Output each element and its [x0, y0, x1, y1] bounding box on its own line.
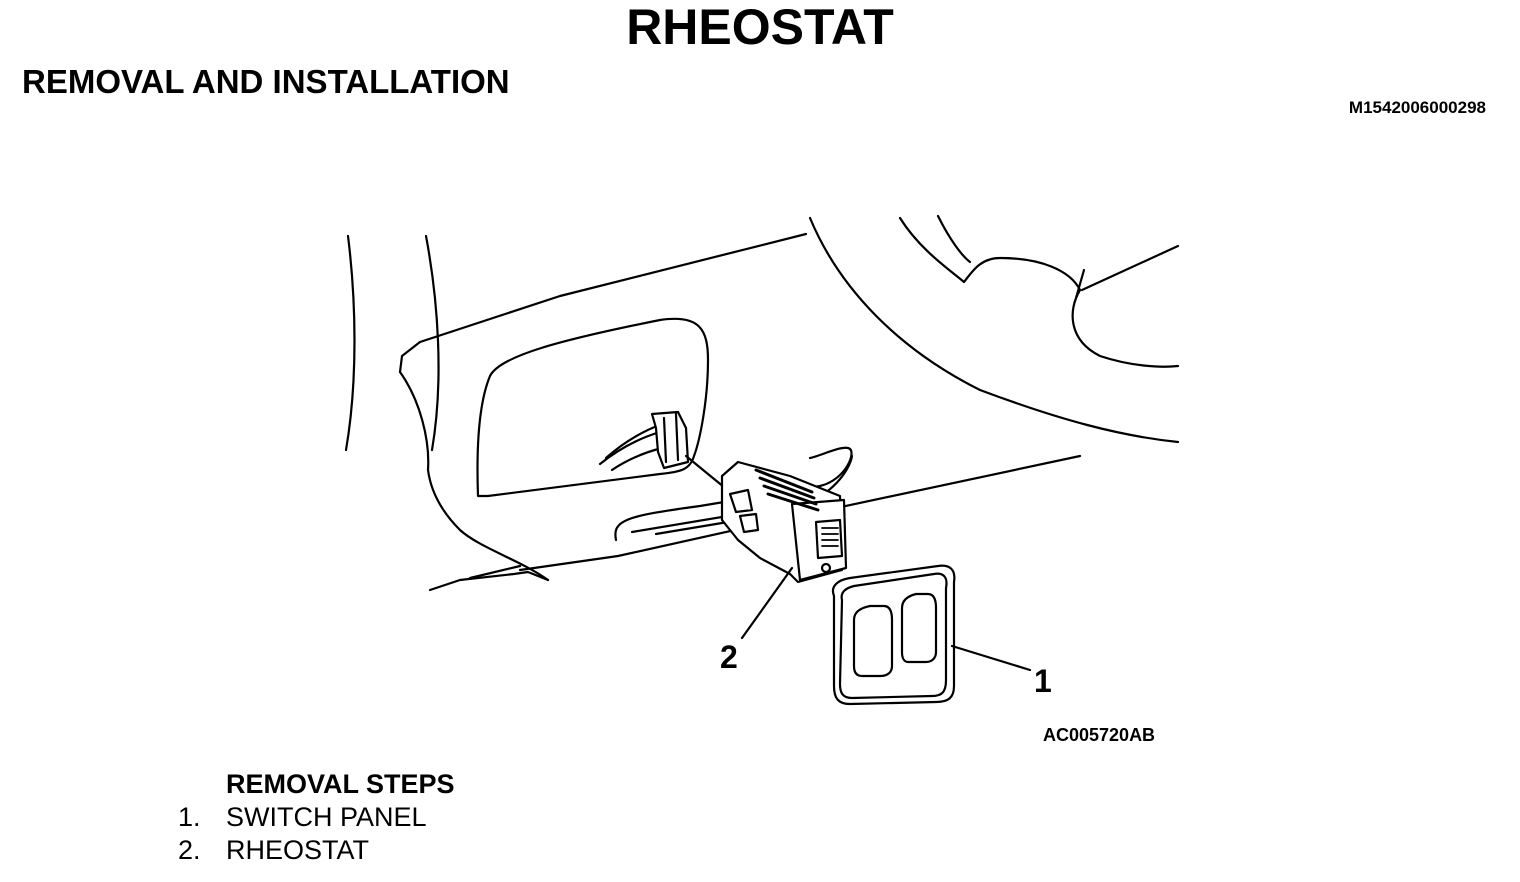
- rheostat-clip-2: [738, 512, 760, 534]
- dash-bottom-edge: [428, 570, 550, 592]
- pillar-line-right: [424, 234, 440, 452]
- rheostat-illumination: [820, 562, 832, 574]
- removal-steps-heading: REMOVAL STEPS: [226, 769, 455, 799]
- rheostat-clip: [728, 488, 754, 514]
- step-item: 2. RHEOSTAT: [178, 834, 455, 867]
- step-text: SWITCH PANEL: [226, 802, 427, 832]
- callout-label-2: 2: [720, 639, 738, 675]
- rheostat-fins: [754, 468, 820, 512]
- dash-bottom-edge-2: [518, 454, 1082, 572]
- step-number: 2.: [178, 835, 201, 865]
- console-inner-curve-2: [936, 214, 972, 264]
- document-id: M1542006000298: [1348, 98, 1486, 117]
- rheostat-knob-ridges: [821, 527, 839, 547]
- pillar-line-left: [344, 234, 356, 452]
- console-curve: [808, 216, 1180, 444]
- switch-panel-inner: [838, 572, 948, 700]
- dash-upper-edge: [398, 232, 808, 374]
- dash-left-edge: [398, 370, 550, 582]
- step-number: 1.: [178, 802, 201, 832]
- console-inner-curve: [898, 216, 1180, 368]
- switch-panel-slot-left: [852, 604, 894, 678]
- step-text: RHEOSTAT: [226, 835, 370, 865]
- page-title: RHEOSTAT: [626, 0, 894, 55]
- harness-connector-detail: [662, 412, 680, 464]
- harness-connector: [650, 410, 690, 470]
- dash-small-ridge: [468, 564, 522, 580]
- leader-line-1: [950, 644, 1032, 672]
- switch-panel-outline: [831, 564, 956, 706]
- harness-wire-1: [598, 430, 662, 466]
- switch-panel-slot-right: [900, 592, 938, 664]
- figure-id: AC005720AB: [1043, 725, 1155, 745]
- step-item: 1. SWITCH PANEL: [178, 801, 455, 834]
- removal-steps: REMOVAL STEPS 1. SWITCH PANEL 2. RHEOSTA…: [178, 768, 455, 867]
- section-subtitle: REMOVAL AND INSTALLATION: [22, 63, 510, 100]
- switch-opening: [614, 446, 853, 542]
- callout-label-1: 1: [1034, 663, 1052, 699]
- pocket-recess: [476, 317, 710, 498]
- console-line-right-2: [1074, 268, 1086, 300]
- leader-line-2: [740, 566, 794, 640]
- console-line-right: [1080, 244, 1180, 292]
- rheostat-knob-window: [814, 518, 844, 560]
